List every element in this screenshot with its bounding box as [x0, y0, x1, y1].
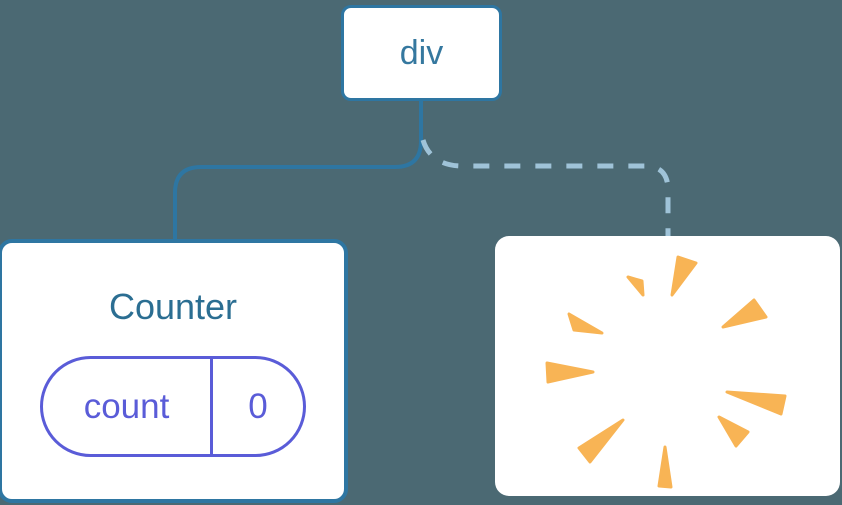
poof-explosion-icon	[545, 255, 787, 489]
dashed-connector	[420, 139, 671, 236]
solid-connector	[173, 101, 423, 239]
poof-ray	[577, 418, 625, 464]
state-pill-value: 0	[210, 359, 303, 454]
poof-ray	[626, 275, 645, 297]
poof-ray	[721, 298, 768, 329]
removed-node	[495, 236, 840, 496]
counter-node: Counter count 0	[0, 239, 348, 503]
root-node-label: div	[399, 33, 444, 72]
poof-ray	[670, 255, 698, 297]
poof-ray	[657, 445, 673, 489]
counter-node-title: Counter	[108, 286, 238, 327]
state-pill-key: count	[83, 386, 170, 426]
poof-ray	[545, 361, 595, 384]
root-node-div: div	[341, 5, 502, 101]
state-pill: count 0	[40, 356, 306, 457]
poof-ray	[717, 415, 750, 448]
poof-ray	[725, 390, 787, 416]
poof-ray	[567, 312, 604, 335]
